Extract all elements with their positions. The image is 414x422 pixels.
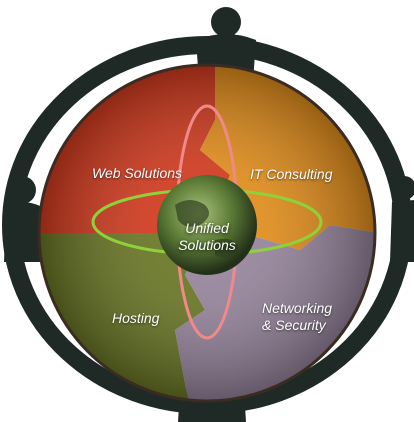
- globe-continents: [175, 200, 240, 258]
- label-it-consulting: IT Consulting: [250, 166, 333, 182]
- label-web-solutions: Web Solutions: [92, 165, 183, 181]
- label-center: Unified Solutions: [167, 220, 247, 254]
- label-hosting: Hosting: [112, 310, 160, 326]
- human-figure-icon: [4, 176, 42, 262]
- disc-rim: [37, 63, 377, 403]
- label-center-line1: Unified: [185, 220, 229, 236]
- label-networking: Networking & Security: [262, 300, 332, 334]
- human-figure-icon: [390, 176, 414, 262]
- label-networking-line1: Networking: [262, 300, 333, 316]
- label-networking-line2: & Security: [262, 317, 326, 333]
- label-center-line2: Solutions: [178, 237, 236, 253]
